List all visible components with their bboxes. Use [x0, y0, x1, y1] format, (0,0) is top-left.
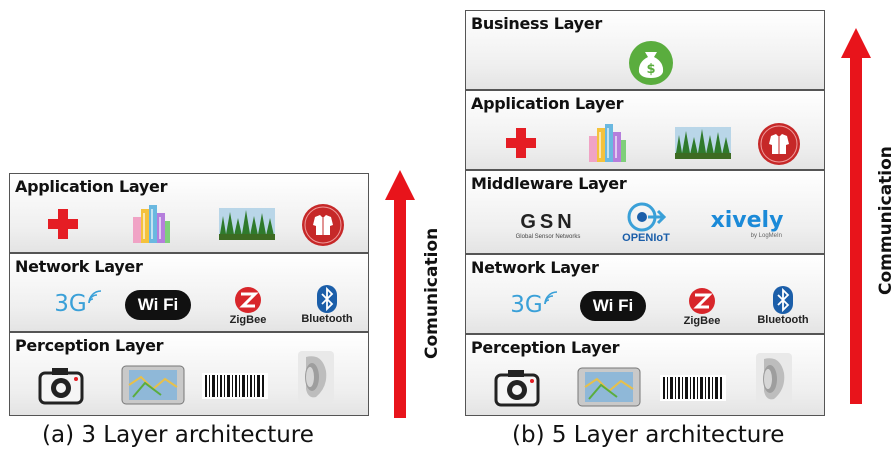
camera-icon — [492, 365, 542, 409]
communication-arrow-a — [385, 170, 415, 418]
application-layer: Application Layer — [9, 173, 369, 253]
xively-logo: xively by LogMeIn — [704, 201, 790, 247]
caption-b: (b) 5 Layer architecture — [512, 422, 785, 448]
zigbee-label: ZigBee — [683, 315, 721, 327]
layer-title: Network Layer — [471, 258, 599, 277]
arrow-label-a: Comunication — [422, 227, 442, 359]
svg-text:$: $ — [646, 62, 655, 77]
openiot-logo: OPENIoT — [614, 197, 678, 249]
zigbee-icon: ZigBee — [222, 282, 274, 330]
layer-title: Network Layer — [15, 257, 143, 276]
xively-label: xively — [710, 208, 784, 233]
business-layer: Business Layer $ — [465, 10, 825, 90]
three-layer-stack: Application Layer — [9, 173, 369, 416]
caption-a: (a) 3 Layer architecture — [42, 422, 314, 448]
xively-sublabel: by LogMeIn — [750, 233, 782, 239]
3g-label: 3G — [510, 292, 543, 318]
wifi-label: Wi Fi — [137, 295, 179, 314]
health-cross-icon — [504, 123, 538, 163]
perception-layer: Perception Layer — [465, 334, 825, 416]
barcode-icon — [658, 371, 728, 405]
gsn-sublabel: Global Sensor Networks — [515, 233, 581, 240]
barcode-icon — [200, 369, 270, 403]
bluetooth-label: Bluetooth — [757, 314, 809, 326]
layer-title: Application Layer — [15, 177, 168, 196]
forest-icon — [674, 125, 732, 161]
smart-buildings-icon — [584, 121, 628, 165]
zigbee-label: ZigBee — [229, 314, 267, 326]
safety-jacket-icon — [300, 202, 346, 248]
layer-title: Application Layer — [471, 94, 624, 113]
camera-icon — [36, 363, 86, 407]
openiot-label: OPENIoT — [622, 232, 670, 244]
3g-label: 3G — [54, 291, 87, 317]
gsn-label: GSN — [520, 210, 576, 233]
arrow-label-b: Communication — [876, 146, 891, 295]
gps-navigator-icon — [576, 365, 642, 409]
health-cross-icon — [46, 204, 80, 244]
wifi-icon: Wi Fi — [123, 288, 193, 322]
application-layer: Application Layer — [465, 90, 825, 170]
layer-title: Perception Layer — [15, 336, 164, 355]
network-layer: Network Layer 3G Wi Fi ZigBee Bluetooth — [465, 254, 825, 334]
money-bag-icon: $ — [626, 39, 676, 87]
layer-title: Perception Layer — [471, 338, 620, 357]
motion-sensor-icon — [292, 347, 340, 407]
gsn-logo: GSN Global Sensor Networks — [510, 203, 586, 247]
layer-title: Business Layer — [471, 14, 602, 33]
forest-icon — [218, 206, 276, 242]
zigbee-icon: ZigBee — [676, 283, 728, 331]
smart-buildings-icon — [128, 202, 172, 246]
layer-title: Middleware Layer — [471, 174, 627, 193]
3g-icon: 3G — [48, 286, 108, 322]
bluetooth-icon: Bluetooth — [754, 281, 812, 331]
wifi-icon: Wi Fi — [578, 289, 648, 323]
perception-layer: Perception Layer — [9, 332, 369, 416]
network-layer: Network Layer 3G Wi Fi ZigBee Bluetooth — [9, 253, 369, 332]
five-layer-stack: Business Layer $ Application Layer — [465, 10, 825, 416]
bluetooth-icon: Bluetooth — [298, 280, 356, 330]
bluetooth-label: Bluetooth — [301, 313, 353, 325]
safety-jacket-icon — [756, 121, 802, 167]
3g-icon: 3G — [504, 287, 564, 323]
wifi-label: Wi Fi — [592, 296, 634, 315]
communication-arrow-b — [841, 28, 871, 404]
middleware-layer: Middleware Layer GSN Global Sensor Netwo… — [465, 170, 825, 254]
gps-navigator-icon — [120, 363, 186, 407]
motion-sensor-icon — [750, 349, 798, 409]
